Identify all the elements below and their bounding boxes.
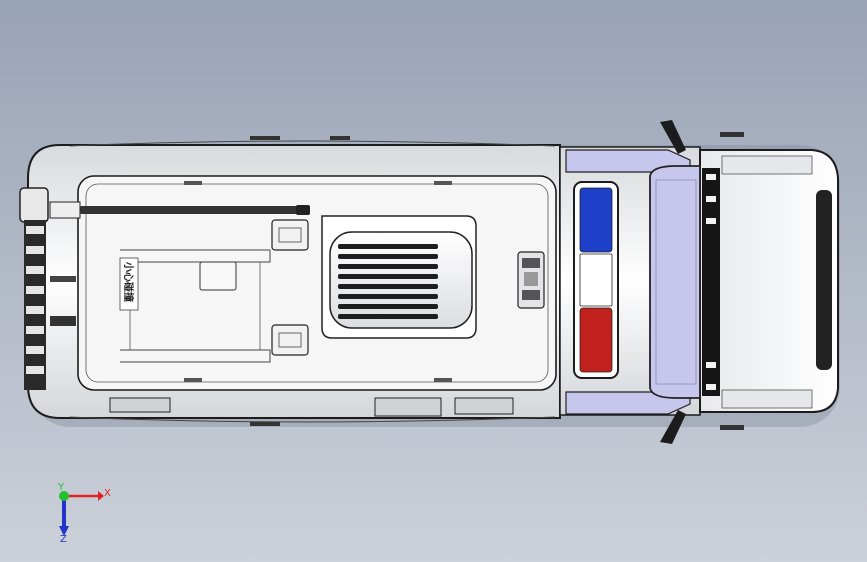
antenna-tip bbox=[296, 205, 310, 215]
light-bar-white-segment bbox=[579, 253, 613, 307]
left-body-crease bbox=[69, 140, 556, 147]
right-fender bbox=[721, 389, 813, 409]
triad-y-axis bbox=[59, 491, 69, 501]
emergency-light-bar bbox=[573, 181, 619, 379]
right-side-hinges bbox=[250, 422, 744, 430]
triad-z-label: Z bbox=[60, 534, 67, 545]
right-mirror bbox=[660, 410, 686, 444]
roof-inner-outline bbox=[85, 183, 549, 383]
light-bar-blue-segment bbox=[579, 187, 613, 253]
roof-marking: 小心碰撞 bbox=[119, 257, 139, 311]
rear-hitch bbox=[19, 187, 49, 223]
roof-marking-text: 小心碰撞 bbox=[122, 261, 135, 302]
roof-vent-slats bbox=[338, 244, 438, 319]
right-body-crease bbox=[69, 416, 556, 423]
right-side-step bbox=[374, 397, 442, 417]
left-side-hinges bbox=[250, 132, 744, 140]
cowl-vent-slots bbox=[706, 174, 716, 390]
right-rear-step bbox=[109, 397, 171, 413]
roof-plate bbox=[199, 261, 237, 291]
rear-ladder-frame bbox=[24, 220, 46, 390]
triad-z-arrowhead bbox=[59, 526, 69, 536]
left-fender bbox=[721, 155, 813, 175]
cowl-vent bbox=[702, 168, 720, 396]
triad-y-label: Y bbox=[57, 482, 65, 493]
roof-hatch-frames bbox=[120, 219, 309, 363]
right-fuel-door bbox=[454, 397, 514, 415]
roof-rail-mounts bbox=[184, 181, 452, 382]
triad-x-arrowhead bbox=[98, 491, 104, 501]
coordinate-triad: X Y Z bbox=[57, 482, 111, 545]
roof-vent bbox=[321, 215, 477, 339]
siren-speaker bbox=[517, 251, 545, 309]
antenna-rod bbox=[80, 206, 310, 214]
left-mirror bbox=[660, 120, 686, 154]
light-bar-red-segment bbox=[579, 307, 613, 373]
rear-ladder bbox=[19, 187, 81, 390]
windshield bbox=[649, 165, 701, 399]
roof-marking-box bbox=[119, 257, 139, 311]
hood bbox=[699, 149, 839, 413]
triad-x-label: X bbox=[104, 488, 111, 499]
windshield-inner-edge bbox=[655, 179, 697, 385]
front-grille bbox=[816, 190, 832, 370]
